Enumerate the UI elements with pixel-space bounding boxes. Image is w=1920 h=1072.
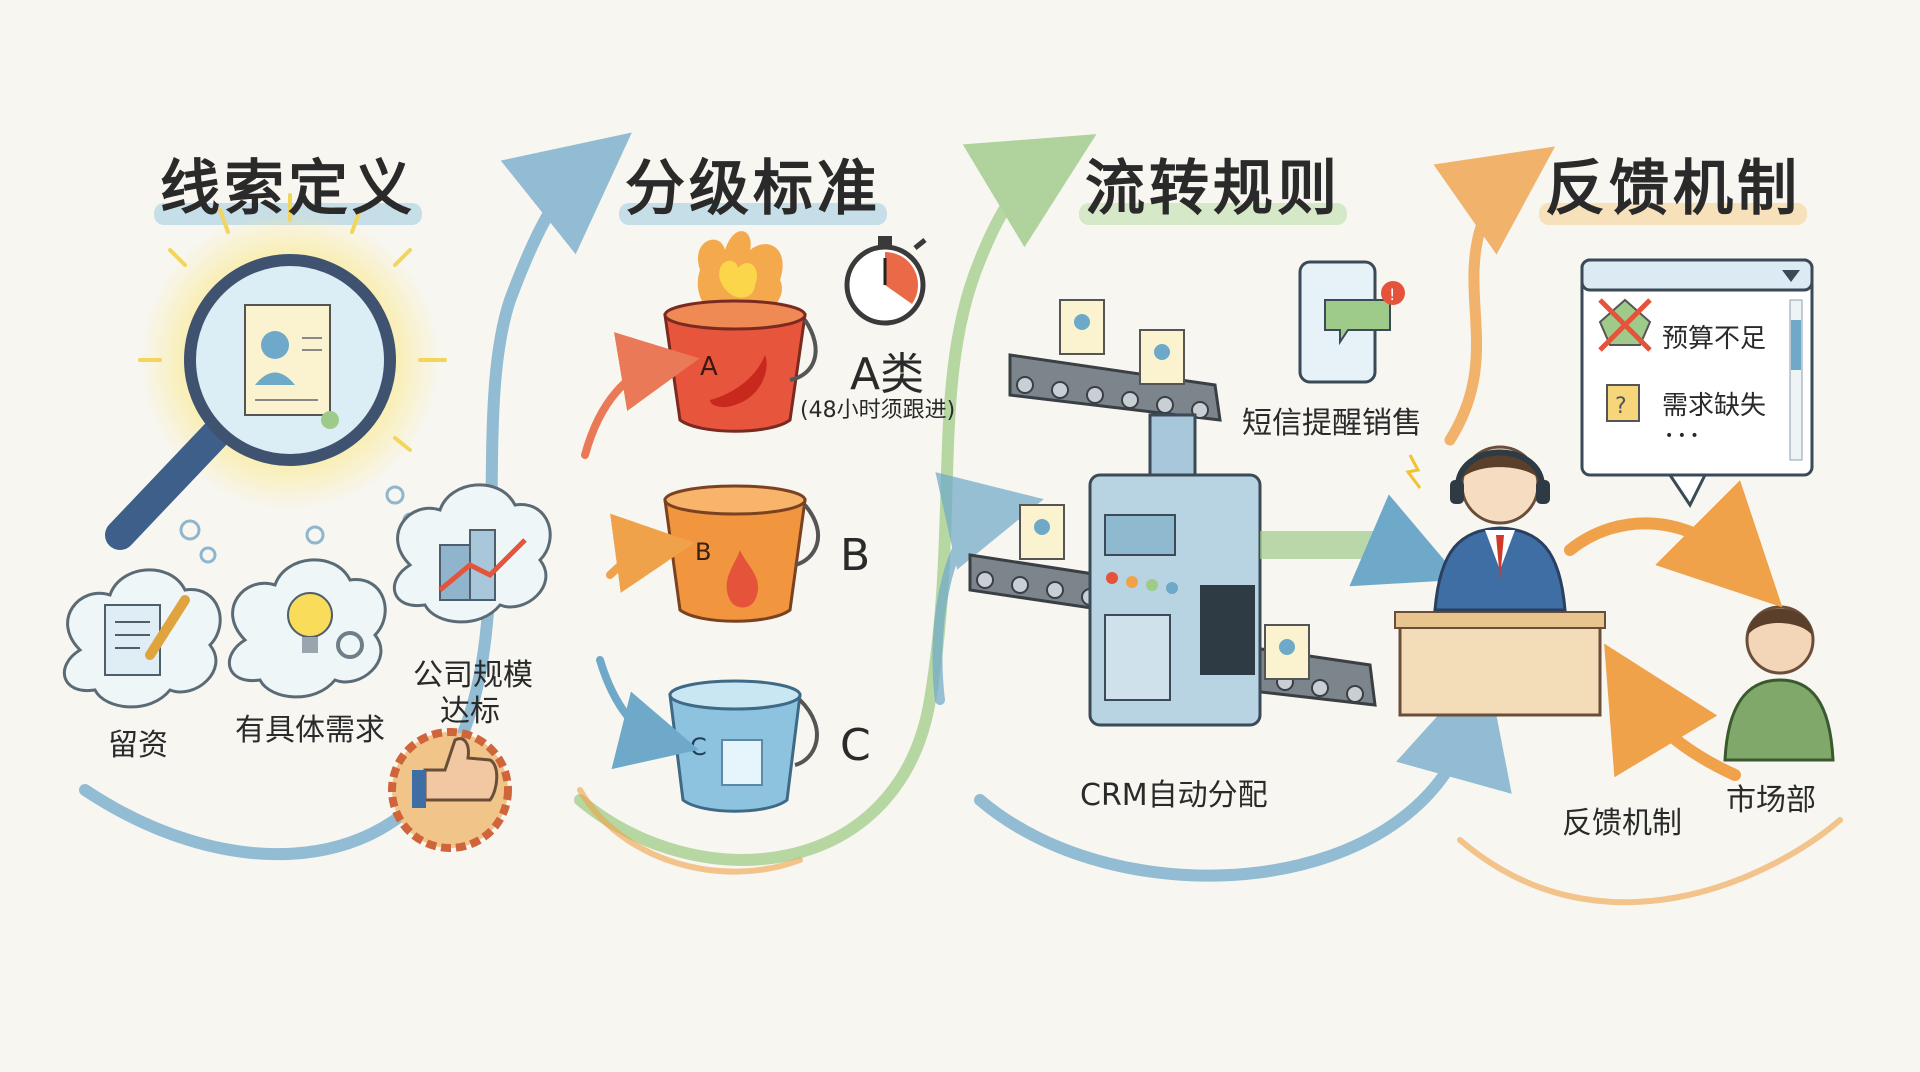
dialog-window-icon: ? <box>1580 258 1814 508</box>
svg-text:?: ? <box>1615 394 1627 419</box>
svg-text:B: B <box>695 538 711 566</box>
title-grading: 分级标准 <box>619 140 887 227</box>
tier-arrows <box>581 332 700 770</box>
thumbs-up-icon <box>388 728 512 852</box>
criterion-label-2: 有具体需求 <box>235 713 385 748</box>
magnifier-icon <box>105 193 447 564</box>
lightbulb-icon <box>227 558 387 699</box>
title-definition: 线索定义 <box>154 140 422 227</box>
person-icon <box>1723 605 1835 762</box>
title-feedback: 反馈机制 <box>1539 140 1807 227</box>
reason-more: • • • <box>1665 428 1699 444</box>
svg-text:A: A <box>700 352 718 382</box>
criterion-label-3-line1: 公司规模 <box>413 658 533 693</box>
crm-assign-label: CRM自动分配 <box>1080 778 1268 813</box>
feedback-loop-label: 反馈机制 <box>1562 806 1682 841</box>
reason-budget: 预算不足 <box>1662 324 1767 354</box>
tier-b-label: B <box>840 530 871 581</box>
phone-icon: ! <box>1298 260 1422 489</box>
feedback-loop-arrows <box>1564 480 1783 781</box>
document-icon <box>244 304 339 429</box>
title-routing: 流转规则 <box>1079 140 1347 227</box>
criterion-label-1: 留资 <box>108 728 168 763</box>
pencil-icon <box>62 568 222 709</box>
warm-bucket-icon: B <box>663 484 821 623</box>
tier-a-label: A类 <box>850 349 925 400</box>
stopwatch-icon <box>844 236 927 326</box>
svg-text:!: ! <box>1389 285 1395 304</box>
flow-arrow-3 <box>932 146 1556 882</box>
chili-icon <box>710 355 767 408</box>
fire-bucket-icon: A <box>663 231 818 433</box>
tier-c-label: C <box>840 720 871 771</box>
reason-need-missing: 需求缺失 <box>1662 391 1767 421</box>
flow-arrow-4 <box>1457 817 1843 906</box>
svg-text:C: C <box>690 733 707 761</box>
criterion-label-3-line2: 达标 <box>440 694 500 729</box>
headset-agent-icon <box>1394 445 1606 717</box>
ice-bucket-icon: C <box>668 679 819 813</box>
crm-machine-icon <box>1088 413 1461 727</box>
flow-arrow-1 <box>79 132 632 861</box>
tier-a-note: (48小时须跟进) <box>800 398 956 423</box>
sms-reminder-label: 短信提醒销售 <box>1242 406 1422 441</box>
building-icon <box>392 483 552 624</box>
marketing-dept-label: 市场部 <box>1726 783 1816 818</box>
